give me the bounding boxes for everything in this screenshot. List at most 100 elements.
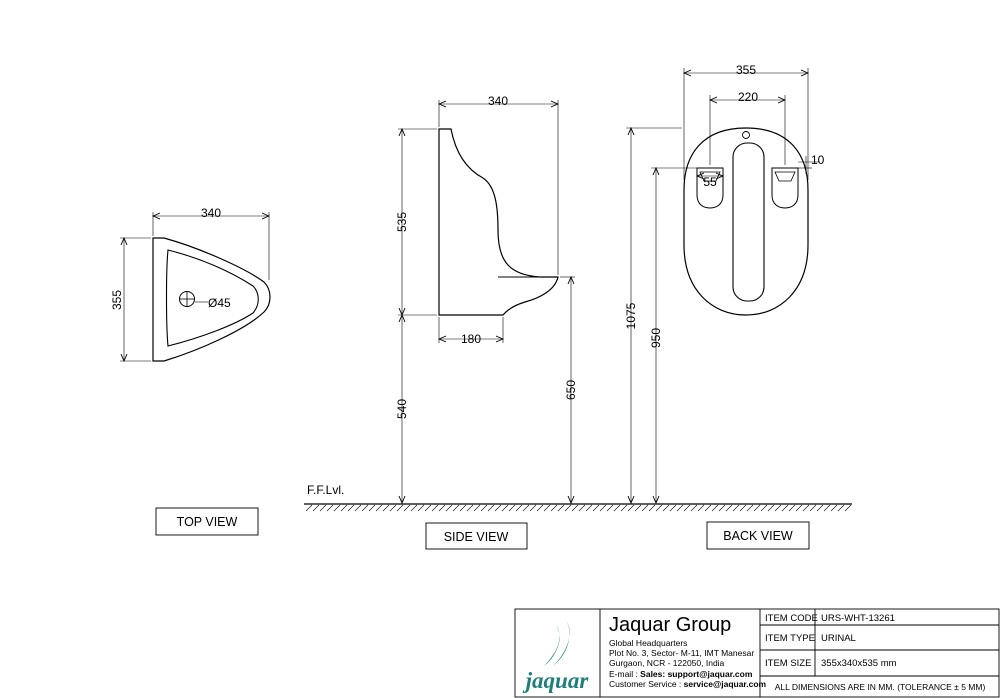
hatch-stroke — [480, 504, 488, 512]
item-type-value: URINAL — [821, 633, 856, 644]
hatch-stroke — [319, 504, 327, 512]
back-view — [626, 68, 820, 503]
item-size-value: 355x340x535 mm — [821, 658, 897, 669]
hatch-stroke — [473, 504, 481, 512]
hatch-stroke — [613, 504, 621, 512]
side-view-body-outline — [438, 128, 559, 316]
back-view-top-hole — [742, 131, 750, 139]
dim-back-total-height: 1075 — [624, 302, 638, 329]
top-view-outer-outline — [152, 237, 271, 362]
hatch-stroke — [312, 504, 320, 512]
hatch-stroke — [634, 504, 642, 512]
hatch-stroke — [739, 504, 747, 512]
hatch-stroke — [774, 504, 782, 512]
back-view-right-bracket — [771, 167, 799, 209]
item-size-label: ITEM SIZE — [765, 658, 811, 669]
hatch-stroke — [431, 504, 439, 512]
hatch-stroke — [410, 504, 418, 512]
hatch-stroke — [599, 504, 607, 512]
floor-hatching — [305, 504, 852, 512]
hatch-stroke — [368, 504, 376, 512]
hatch-stroke — [732, 504, 740, 512]
service-email-line: Customer Service : service@jaquar.com — [609, 679, 767, 689]
hatch-stroke — [578, 504, 586, 512]
hatch-stroke — [585, 504, 593, 512]
hatch-stroke — [641, 504, 649, 512]
top-view — [120, 212, 271, 362]
hatch-stroke — [361, 504, 369, 512]
hatch-stroke — [606, 504, 614, 512]
dim-back-hole-spacing: 220 — [738, 90, 758, 104]
address-line-3: Gurgaon, NCR - 122050, India — [609, 658, 725, 668]
hatch-stroke — [788, 504, 796, 512]
hatch-stroke — [347, 504, 355, 512]
hatch-stroke — [522, 504, 530, 512]
hatch-stroke — [690, 504, 698, 512]
hatch-stroke — [424, 504, 432, 512]
dim-top-depth: 355 — [110, 290, 124, 310]
company-name: Jaquar Group — [609, 614, 731, 636]
hatch-stroke — [417, 504, 425, 512]
hatch-stroke — [592, 504, 600, 512]
hatch-stroke — [354, 504, 362, 512]
hatch-stroke — [823, 504, 831, 512]
hatch-stroke — [333, 504, 341, 512]
dim-outlet-diameter: Ø45 — [208, 296, 231, 310]
sales-email-line: E-mail : Sales: support@jaquar.com — [609, 669, 753, 679]
hatch-stroke — [305, 504, 313, 512]
hatch-stroke — [571, 504, 579, 512]
hatch-stroke — [746, 504, 754, 512]
side-view-label-box — [425, 522, 528, 550]
hatch-stroke — [494, 504, 502, 512]
hatch-stroke — [704, 504, 712, 512]
hatch-stroke — [452, 504, 460, 512]
item-code-label: ITEM CODE — [765, 613, 818, 624]
hatch-stroke — [557, 504, 565, 512]
hatch-stroke — [725, 504, 733, 512]
hatch-stroke — [781, 504, 789, 512]
hatch-stroke — [438, 504, 446, 512]
hatch-stroke — [683, 504, 691, 512]
dim-side-depth: 340 — [488, 94, 508, 108]
hatch-stroke — [809, 504, 817, 512]
hatch-stroke — [466, 504, 474, 512]
hatch-stroke — [529, 504, 537, 512]
hatch-stroke — [536, 504, 544, 512]
hatch-stroke — [550, 504, 558, 512]
hatch-stroke — [627, 504, 635, 512]
hatch-stroke — [697, 504, 705, 512]
hatch-stroke — [830, 504, 838, 512]
hatch-stroke — [382, 504, 390, 512]
dimensions-note: ALL DIMENSIONS ARE IN MM. (TOLERANCE ± 5… — [775, 682, 986, 692]
floor-line — [304, 503, 852, 512]
hatch-stroke — [403, 504, 411, 512]
hatch-stroke — [487, 504, 495, 512]
back-view-center-slot — [732, 142, 765, 302]
title-block — [514, 608, 1000, 698]
hatch-stroke — [816, 504, 824, 512]
hatch-stroke — [767, 504, 775, 512]
hatch-stroke — [711, 504, 719, 512]
hatch-stroke — [655, 504, 663, 512]
hatch-stroke — [389, 504, 397, 512]
hatch-stroke — [837, 504, 845, 512]
dim-side-lower-height: 540 — [395, 399, 409, 419]
top-view-label-box — [155, 507, 259, 536]
hatch-stroke — [501, 504, 509, 512]
hatch-stroke — [515, 504, 523, 512]
logo-wordmark: jaquar — [522, 668, 590, 693]
hatch-stroke — [753, 504, 761, 512]
back-view-label: BACK VIEW — [723, 529, 793, 543]
back-view-left-bracket — [696, 167, 724, 209]
hatch-stroke — [669, 504, 677, 512]
address-line-2: Plot No. 3, Sector- M-11, IMT Manesar — [609, 648, 754, 658]
hatch-stroke — [564, 504, 572, 512]
dim-back-hole: 55 — [703, 175, 717, 189]
item-code-value: URS-WHT-13261 — [821, 613, 895, 624]
hatch-stroke — [543, 504, 551, 512]
hatch-stroke — [340, 504, 348, 512]
address-line-1: Global Headquarters — [609, 638, 687, 648]
dim-side-height: 535 — [395, 212, 409, 232]
hatch-stroke — [718, 504, 726, 512]
